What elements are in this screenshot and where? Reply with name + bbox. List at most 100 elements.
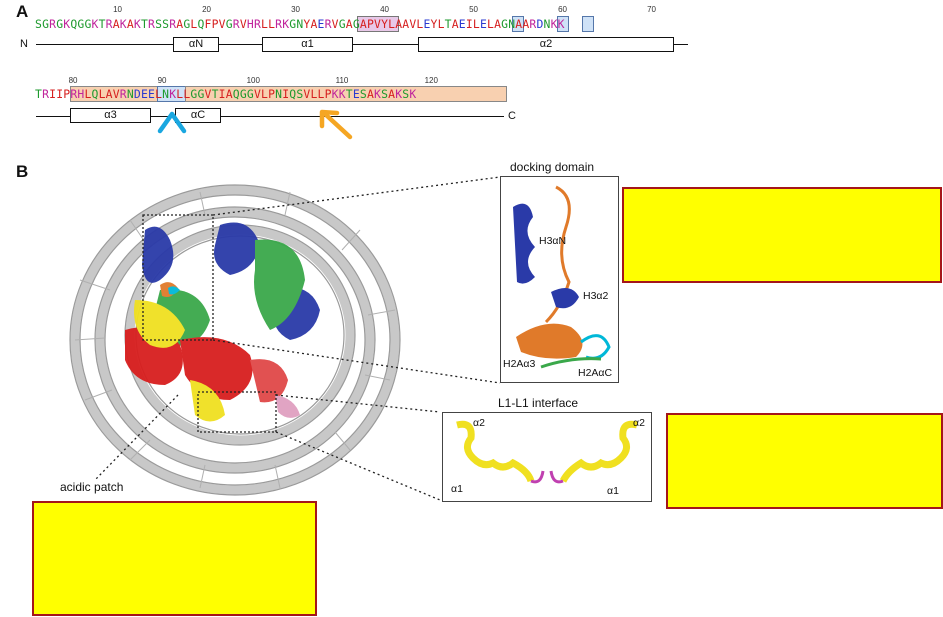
residue: P [63, 87, 71, 101]
residue: L [472, 17, 480, 31]
residue: E [148, 87, 156, 101]
residue: G [239, 87, 247, 101]
residue: L [310, 87, 318, 101]
note-box-interface [666, 413, 943, 509]
residue-number: 10 [113, 5, 122, 14]
residue: L [84, 87, 92, 101]
residue: T [345, 87, 353, 101]
residue: L [416, 17, 424, 31]
residue-number: 50 [469, 5, 478, 14]
nucleosome-structure-image [69, 184, 401, 496]
residue: A [112, 17, 120, 31]
residue: Q [91, 87, 99, 101]
residue: G [225, 17, 233, 31]
highlight-docking-region [185, 86, 507, 102]
label-interface-a1-right: α1 [607, 485, 619, 497]
residue: S [359, 87, 367, 101]
residue: N [296, 17, 304, 31]
highlight-nyae [357, 16, 399, 32]
residue-number: 70 [647, 5, 656, 14]
residue: Y [430, 17, 438, 31]
label-h2aa3: H2Aα3 [503, 358, 536, 370]
residue: V [239, 17, 247, 31]
residue: K [374, 87, 382, 101]
residue: R [275, 17, 283, 31]
l1-interface-inset: α2 α2 α1 α1 [442, 412, 652, 502]
residue: A [225, 87, 233, 101]
residue: Y [303, 17, 311, 31]
residue: G [289, 17, 297, 31]
residue: A [522, 17, 530, 31]
residue: A [345, 17, 353, 31]
residue-number: 90 [157, 76, 167, 85]
row1-backbone [36, 44, 688, 46]
residue: L [183, 87, 191, 101]
residue: D [133, 87, 141, 101]
label-interface-a1-left: α1 [451, 483, 463, 495]
residue: L [317, 87, 325, 101]
c-terminus-label: C [508, 110, 516, 122]
residue: T [444, 17, 452, 31]
label-h3aN: H3αN [539, 235, 567, 247]
residue: F [204, 17, 212, 31]
residue-number: 80 [68, 76, 78, 85]
residue: Q [289, 87, 297, 101]
residue: E [317, 17, 325, 31]
residue: L [487, 17, 495, 31]
residue-number: 60 [558, 5, 567, 14]
annotation-arrows [157, 109, 353, 140]
residue: T [98, 17, 106, 31]
helix-a2: α2 [418, 37, 674, 52]
residue: R [105, 17, 113, 31]
label-interface-a2-right: α2 [633, 417, 645, 429]
residue: A [494, 17, 502, 31]
residue: A [451, 17, 459, 31]
label-h3a2: H3α2 [583, 290, 609, 302]
residue: R [253, 17, 261, 31]
residue-number: 100 [246, 76, 260, 85]
residue: P [366, 17, 374, 31]
residue: L [176, 87, 184, 101]
blue-chevron-arrow [157, 111, 187, 134]
residue: G [84, 17, 92, 31]
residue: G [352, 17, 360, 31]
residue: N [162, 87, 170, 101]
residue: N [275, 87, 283, 101]
orange-arrow-shaft [322, 111, 353, 140]
residue: A [310, 17, 318, 31]
residue: N [543, 17, 551, 31]
helix-aC: αC [175, 108, 221, 123]
residue: R [148, 17, 156, 31]
residue: D [536, 17, 544, 31]
highlight-e64 [582, 16, 594, 32]
helix-a3: α3 [70, 108, 151, 123]
panel-a-letter: A [16, 2, 29, 21]
residue: I [56, 87, 64, 101]
residue: R [529, 17, 537, 31]
residue: G [501, 17, 509, 31]
residue-number: 40 [380, 5, 389, 14]
residue: G [338, 17, 346, 31]
residue-number: 30 [291, 5, 300, 14]
residue: L [155, 87, 163, 101]
residue: Q [197, 17, 205, 31]
residue: R [49, 17, 57, 31]
acidic-patch-label: acidic patch [60, 480, 124, 494]
residue: R [232, 17, 240, 31]
residue: L [388, 17, 396, 31]
residue: G [56, 17, 64, 31]
docking-domain-inset: H3αN H3α2 H2Aα3 H2AαC [500, 176, 619, 383]
residue: E [479, 17, 487, 31]
residue: K [119, 17, 127, 31]
residue: R [169, 17, 177, 31]
residue: V [303, 87, 311, 101]
residue: S [35, 17, 43, 31]
residue: H [77, 87, 85, 101]
docking-domain-title: docking domain [510, 160, 595, 174]
residue: Y [381, 17, 389, 31]
highlight-e56 [512, 16, 524, 32]
residue: I [465, 17, 473, 31]
residue: A [176, 17, 184, 31]
residue-number: 120 [424, 76, 438, 85]
